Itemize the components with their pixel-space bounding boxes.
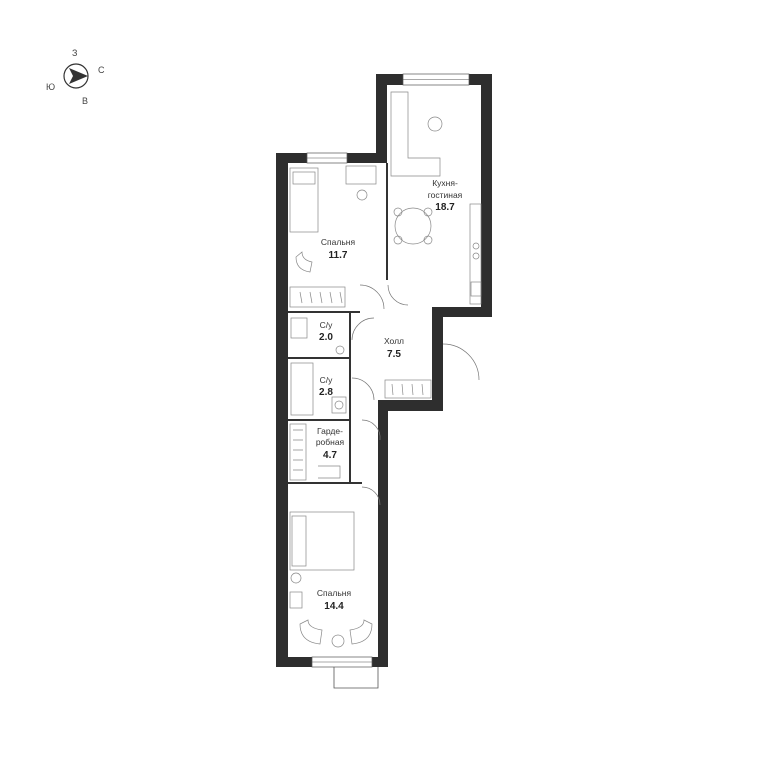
bedroom-bottom-area: 14.4 (324, 601, 344, 612)
bedroom-top-furniture (289, 165, 377, 308)
compass-north: З (72, 48, 77, 58)
compass-east: С (98, 65, 105, 75)
wardrobe-area: 4.7 (323, 450, 337, 461)
balcony (333, 667, 379, 689)
bath1-name: С/у (320, 320, 334, 330)
hall-area: 7.5 (387, 349, 401, 360)
bedroom-top-area: 11.7 (329, 250, 348, 261)
kitchen-area: 18.7 (435, 202, 455, 213)
room-labels: Кухня- гостиная 18.7 Спальня 11.7 С/у 2.… (316, 178, 463, 612)
compass-west: Ю (46, 82, 55, 92)
kitchen-name-line2: гостиная (428, 190, 463, 200)
bath2-name: С/у (320, 375, 334, 385)
wardrobe-racks (289, 423, 341, 481)
hall-furniture (384, 379, 432, 399)
bath1-area: 2.0 (319, 332, 333, 343)
bath2-area: 2.8 (319, 387, 333, 398)
hall-name: Холл (384, 336, 404, 346)
interior-walls (288, 163, 388, 484)
bath-fixtures (290, 317, 347, 416)
bedroom-top-name: Спальня (321, 237, 356, 247)
windows (306, 73, 470, 668)
doors (351, 284, 480, 506)
bedroom-bottom-furniture (289, 511, 373, 648)
wardrobe-name-line1: Гарде- (317, 426, 343, 436)
compass-arrow-icon (69, 68, 88, 84)
kitchen-furniture (390, 91, 482, 305)
compass: З С В Ю (46, 48, 105, 106)
kitchen-name-line1: Кухня- (432, 178, 458, 188)
compass-south: В (82, 96, 88, 106)
bedroom-bottom-name: Спальня (317, 588, 352, 598)
wardrobe-name-line2: робная (316, 437, 345, 447)
